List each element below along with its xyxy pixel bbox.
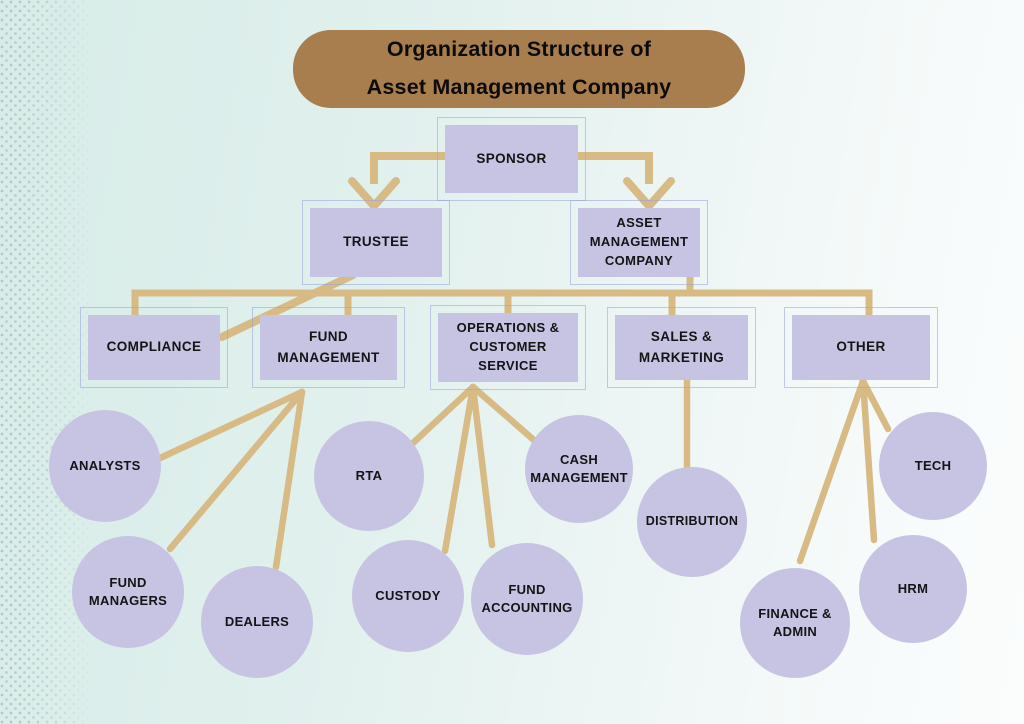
- edge-fm-dealers: [272, 388, 306, 571]
- node-asset-management-company: ASSET MANAGEMENT COMPANY: [570, 200, 708, 285]
- node-hrm-label: HRM: [897, 580, 929, 596]
- node-tech: TECH: [879, 412, 987, 520]
- edge-ops-custody: [441, 383, 477, 555]
- edge-fm-analysts: [154, 388, 306, 463]
- node-rta-label: RTA: [355, 467, 383, 483]
- edge-ops-rta: [409, 383, 477, 447]
- node-finance-admin-label: FINANCE & ADMIN: [758, 605, 832, 639]
- node-distribution: DISTRIBUTION: [637, 467, 747, 577]
- node-operations-customer-service: OPERATIONS & CUSTOMER SERVICE: [430, 305, 586, 390]
- node-dealers: DEALERS: [201, 566, 313, 678]
- node-cash-management-label: CASH MANAGEMENT: [530, 451, 628, 485]
- node-fund-managers-label: FUND MANAGERS: [88, 574, 168, 608]
- edge-ops-cash: [469, 383, 539, 445]
- node-analysts-label: ANALYSTS: [69, 457, 141, 473]
- node-cash-management: CASH MANAGEMENT: [525, 415, 633, 523]
- node-sales-marketing: SALES & MARKETING: [607, 307, 756, 388]
- node-other: OTHER: [784, 307, 938, 388]
- edge-sponsor-trustee: [370, 152, 445, 184]
- edge-other-finance: [796, 377, 867, 565]
- node-other-label: OTHER: [836, 339, 886, 355]
- edge-ops-fund-accounting: [469, 383, 496, 549]
- node-tech-label: TECH: [914, 457, 952, 473]
- edge-other-hrm: [859, 377, 878, 544]
- node-hrm: HRM: [859, 535, 967, 643]
- node-fund-management: FUND MANAGEMENT: [252, 307, 405, 388]
- edge-sponsor-amc: [577, 152, 653, 184]
- node-amc-label: ASSET MANAGEMENT COMPANY: [589, 215, 689, 268]
- node-operations-label: OPERATIONS & CUSTOMER SERVICE: [456, 320, 560, 373]
- node-sales-marketing-label: SALES & MARKETING: [638, 329, 725, 365]
- node-compliance-label: COMPLIANCE: [106, 339, 202, 355]
- title-line-2: Asset Management Company: [366, 75, 672, 99]
- node-distribution-label: DISTRIBUTION: [645, 514, 739, 529]
- arrowhead-amc-icon: [623, 177, 675, 210]
- node-fund-managers: FUND MANAGERS: [72, 536, 184, 648]
- node-dealers-label: DEALERS: [224, 613, 290, 629]
- node-analysts: ANALYSTS: [49, 410, 161, 522]
- edge-fm-fund-managers: [166, 388, 306, 553]
- node-fund-accounting: FUND ACCOUNTING: [471, 543, 583, 655]
- node-finance-admin: FINANCE & ADMIN: [740, 568, 850, 678]
- node-custody-label: CUSTODY: [375, 587, 441, 603]
- rail-row3: [131, 289, 873, 316]
- node-custody: CUSTODY: [352, 540, 464, 652]
- node-sponsor-label: SPONSOR: [476, 150, 547, 166]
- edge-trustee-compliance: [218, 271, 357, 341]
- node-fund-management-label: FUND MANAGEMENT: [277, 329, 380, 365]
- node-trustee: TRUSTEE: [302, 200, 450, 285]
- node-trustee-label: TRUSTEE: [343, 234, 409, 250]
- node-sponsor: SPONSOR: [437, 117, 586, 201]
- node-fund-accounting-label: FUND ACCOUNTING: [481, 581, 573, 615]
- title-line-1: Organization Structure of: [386, 37, 652, 62]
- title-banner: Organization Structure of Asset Manageme…: [293, 30, 745, 108]
- edge-other-tech: [859, 377, 892, 433]
- node-compliance: COMPLIANCE: [80, 307, 228, 388]
- arrowhead-trustee-icon: [348, 177, 400, 210]
- node-rta: RTA: [314, 421, 424, 531]
